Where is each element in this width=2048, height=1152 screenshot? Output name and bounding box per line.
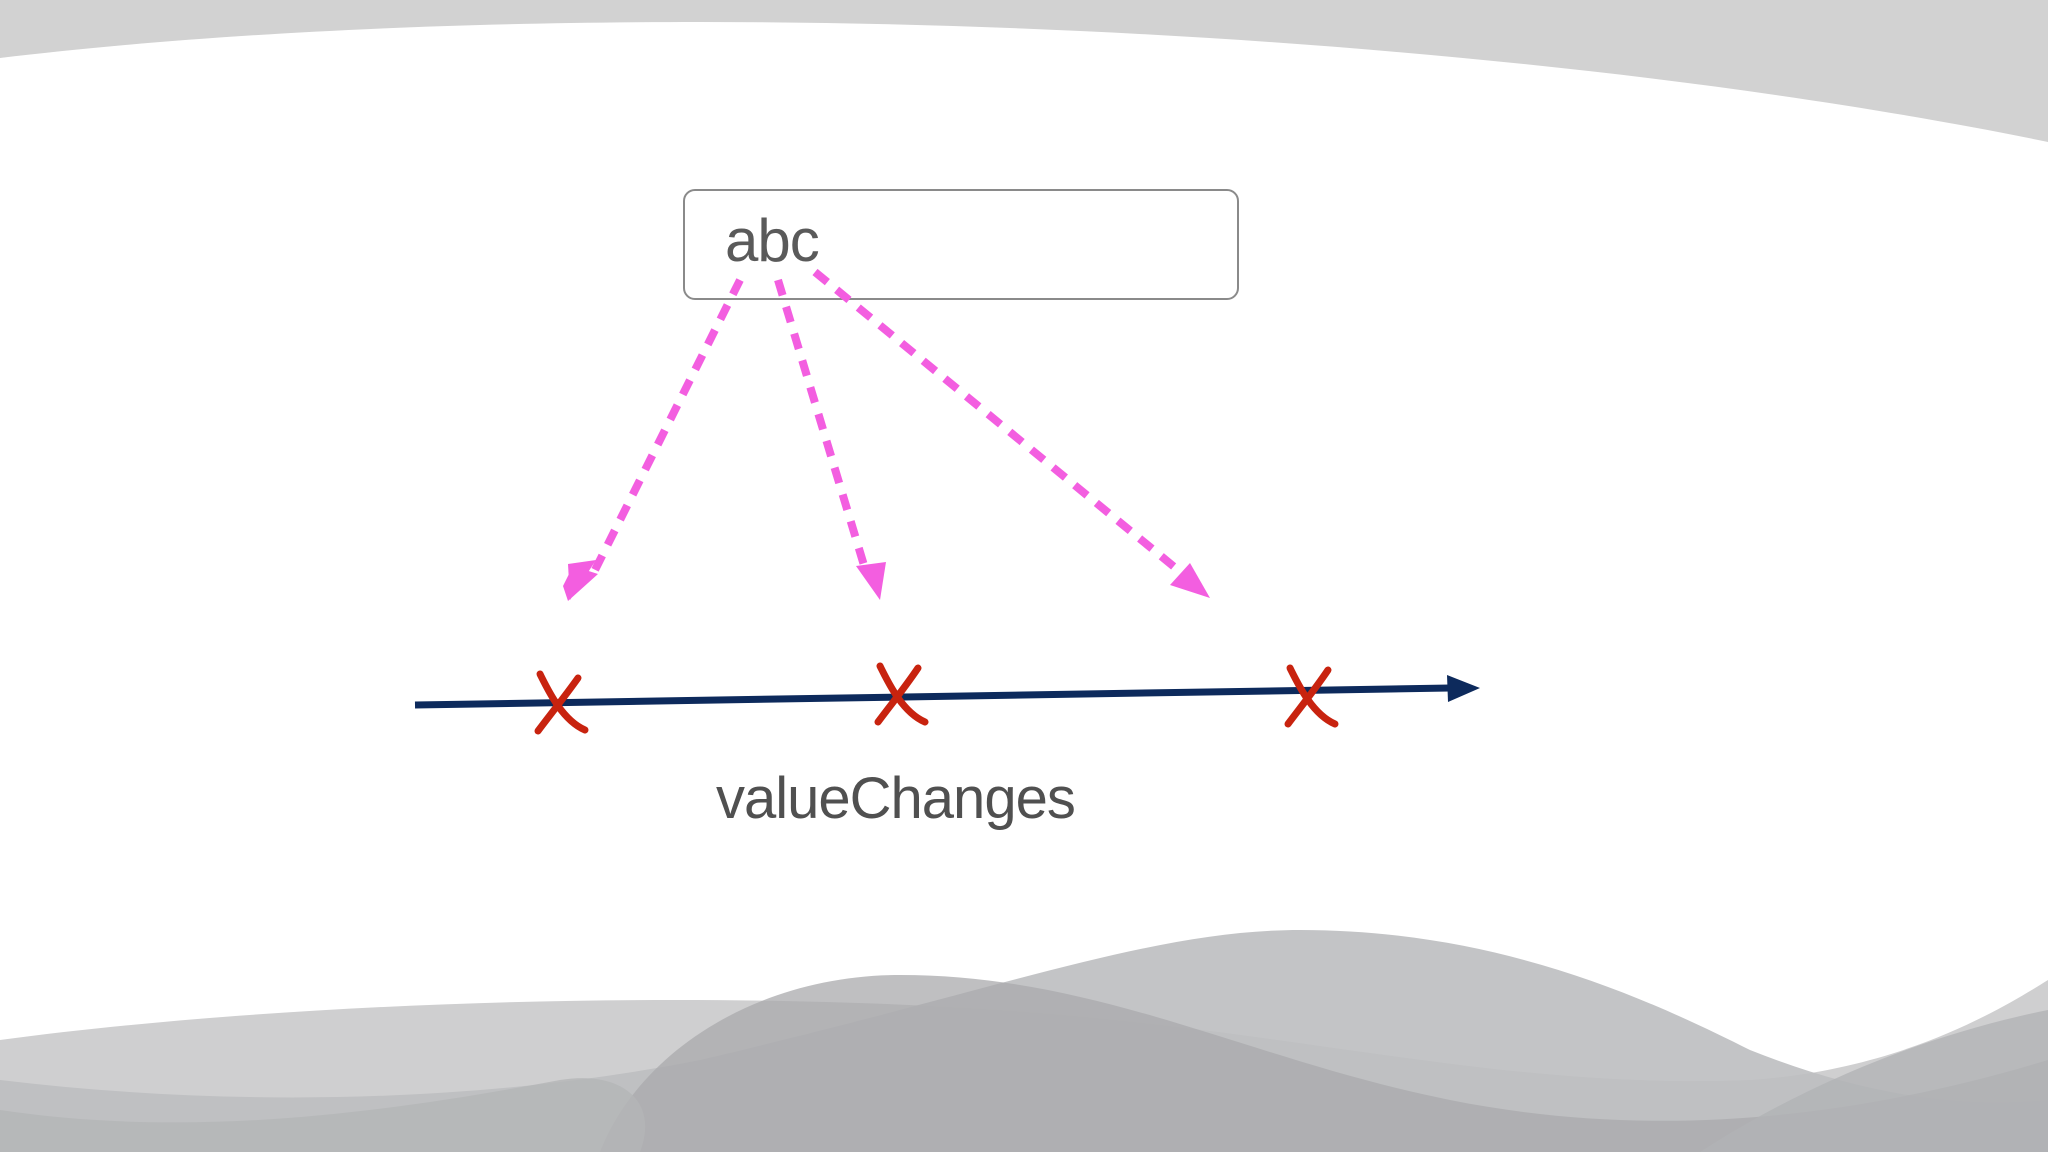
input-value: abc	[725, 207, 820, 274]
timeline-arrowhead	[1447, 675, 1480, 702]
dashed-arrow-1	[586, 278, 744, 582]
bottom-wave-front	[600, 975, 2048, 1152]
dashed-arrows	[563, 268, 1210, 601]
bottom-wave-left	[0, 1078, 646, 1152]
dashed-arrow-3-head	[1170, 563, 1210, 598]
dashed-arrow-3	[812, 268, 1181, 574]
timeline-line	[414, 684, 1451, 709]
top-wave	[0, 0, 2048, 142]
dashed-arrow-2	[774, 278, 870, 574]
x-marker-1	[534, 670, 589, 735]
x-marker-3	[1284, 664, 1339, 728]
x-marker-2	[874, 662, 929, 726]
dashed-arrow-2-head	[856, 562, 886, 600]
bottom-wave-right	[1700, 1010, 2048, 1152]
stream-label: valueChanges	[716, 766, 1076, 831]
dashed-arrow-1-head-fill	[563, 566, 598, 601]
